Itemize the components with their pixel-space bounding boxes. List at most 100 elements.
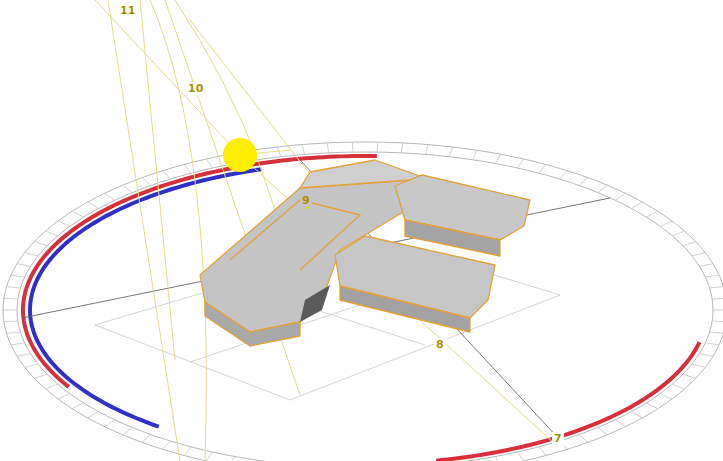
compass-tick	[700, 264, 713, 267]
compass-tick	[518, 452, 524, 461]
season-arcs	[23, 156, 700, 461]
building-shadow	[300, 285, 330, 322]
compass-tick	[632, 202, 643, 208]
compass-tick	[560, 171, 568, 179]
compass-tick	[4, 321, 18, 323]
compass-tick	[142, 435, 151, 443]
hour-label: 8	[434, 338, 446, 351]
compass-tick	[34, 374, 47, 378]
compass-tick	[34, 242, 47, 246]
compass-tick	[163, 441, 171, 449]
season-arc	[436, 342, 699, 461]
compass-tick	[615, 420, 625, 427]
compass-tick	[660, 394, 672, 399]
compass-tick	[672, 384, 684, 389]
compass-tick	[277, 147, 280, 157]
compass-tick	[327, 143, 328, 153]
building-model	[200, 160, 530, 346]
compass-tick	[123, 185, 132, 192]
compass-tick	[11, 275, 25, 277]
compass-tick	[518, 159, 524, 168]
compass-tick	[598, 427, 607, 434]
compass-tick	[660, 221, 672, 226]
compass-tick	[25, 364, 38, 367]
compass-tick	[4, 298, 18, 300]
compass-tick	[473, 150, 477, 160]
compass-tick	[647, 403, 658, 409]
compass-tick	[302, 145, 304, 155]
compass-tick	[352, 142, 353, 152]
compass-tick	[7, 332, 21, 333]
compass-tick	[672, 231, 684, 236]
compass-tick	[163, 171, 171, 179]
compass-tick	[142, 178, 151, 186]
hour-label: 9	[300, 194, 312, 207]
compass-tick	[123, 427, 132, 434]
hour-label: 10	[186, 82, 205, 95]
compass-ring	[3, 142, 723, 461]
compass-tick	[184, 165, 191, 174]
compass-tick	[713, 310, 723, 311]
compass-tick	[647, 211, 658, 217]
compass-tick	[401, 143, 402, 153]
compass-tick	[88, 202, 99, 208]
compass-tick	[598, 185, 607, 192]
compass-tick	[710, 332, 723, 333]
compass-tick	[45, 231, 57, 236]
compass-tick	[712, 321, 723, 323]
compass-tick	[495, 456, 500, 461]
compass-tick	[615, 193, 625, 200]
compass-tick	[7, 287, 21, 288]
compass-tick	[539, 447, 546, 456]
compass-tick	[105, 193, 115, 200]
sun-path-curve	[150, 0, 206, 461]
compass-tick	[495, 154, 500, 163]
compass-tick	[449, 147, 452, 157]
building-wall	[340, 286, 470, 332]
compass-tick	[3, 310, 17, 311]
compass-tick	[17, 354, 30, 357]
compass-tick	[705, 343, 719, 345]
compass-tick	[58, 394, 70, 399]
axis-lines	[22, 160, 610, 440]
sun-path-lines	[95, 0, 556, 461]
compass-tick	[206, 452, 212, 461]
sun-symbol	[223, 138, 257, 172]
compass-tick	[712, 298, 723, 300]
compass-tick	[105, 420, 115, 427]
compass-tick	[377, 142, 378, 152]
compass-tick	[579, 178, 588, 186]
compass-tick	[632, 412, 643, 418]
hour-label: 7	[552, 432, 564, 445]
sun-path-line	[95, 0, 240, 155]
compass-tick	[253, 460, 257, 461]
compass-inner	[17, 152, 713, 461]
compass-tick	[683, 242, 696, 246]
compass-tick	[72, 211, 83, 217]
compass-tick	[72, 403, 83, 409]
compass-tick	[473, 460, 477, 461]
compass-tick	[229, 456, 234, 461]
compass-tick	[539, 165, 546, 174]
compass-tick	[705, 275, 719, 277]
compass-tick	[692, 364, 705, 367]
compass-outer	[3, 142, 723, 461]
sun-path-line	[108, 0, 180, 461]
compass-tick	[579, 435, 588, 443]
compass-tick	[683, 374, 696, 378]
compass-tick	[425, 145, 427, 155]
compass-tick	[710, 287, 723, 288]
building-wall	[205, 302, 300, 346]
compass-tick	[692, 253, 705, 256]
compass-tick	[11, 343, 25, 345]
compass-ticks	[3, 142, 723, 461]
compass-tick	[17, 264, 30, 267]
compass-tick	[45, 384, 57, 389]
hour-label: 11	[118, 4, 137, 17]
compass-tick	[88, 412, 99, 418]
compass-tick	[206, 159, 212, 168]
compass-tick	[700, 354, 713, 357]
compass-tick	[25, 253, 38, 256]
